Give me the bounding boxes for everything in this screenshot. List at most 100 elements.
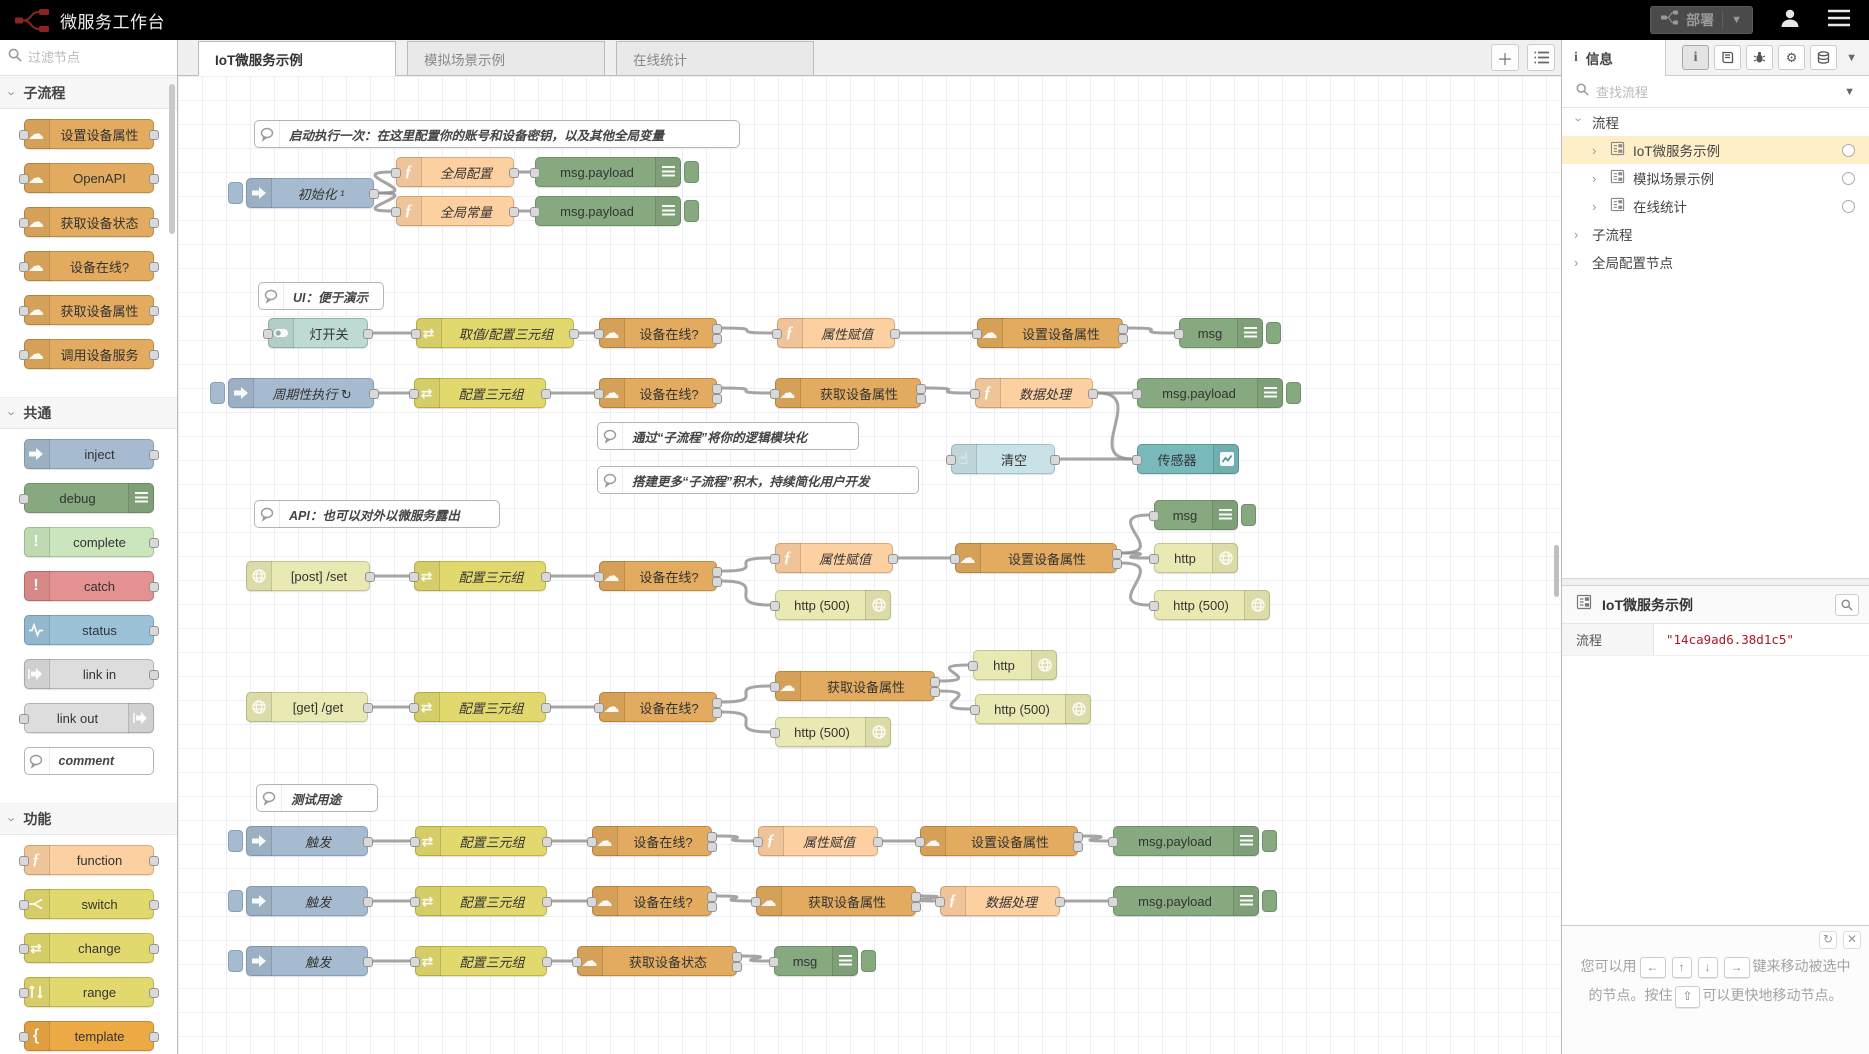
flow-node-comment[interactable]: 测试用途 [256,784,378,812]
canvas-scrollbar[interactable] [1554,545,1559,597]
debug-toggle-button[interactable] [1262,890,1277,912]
flow-node-inject[interactable]: 周期性执行 ↻ [210,378,379,408]
flow-node-debug[interactable]: msg [769,946,876,976]
flow-node-comment[interactable]: 搭建更多“子流程”积木，持续简化用户开发 [597,466,919,494]
flow-tab-2[interactable]: 模拟场景示例 [407,41,605,76]
output-port[interactable] [541,703,551,713]
palette-node-debug[interactable]: debug [18,483,154,513]
palette-node-inject[interactable]: inject [23,439,159,469]
input-port[interactable] [968,661,978,671]
flow-node-inject[interactable]: 触发 [228,946,373,976]
input-port[interactable] [770,389,780,399]
tip-close-button[interactable]: ✕ [1843,931,1861,949]
palette-node-range[interactable]: range [18,977,159,1007]
output-port[interactable] [1088,389,1098,399]
palette-section-子流程[interactable]: ›子流程 [0,77,177,109]
input-port[interactable] [410,897,420,907]
chevron-right-icon[interactable]: › [1592,170,1597,186]
flow-node-change[interactable]: ⇄取值/配置三元组 [411,318,579,348]
output-port[interactable] [148,450,159,460]
output-port[interactable] [542,957,552,967]
input-port[interactable] [530,168,540,178]
input-port[interactable] [18,944,29,954]
flow-node-debug[interactable]: msg.payload [530,196,699,226]
input-port[interactable] [950,554,960,564]
output-port[interactable] [712,334,722,344]
input-port[interactable] [1174,329,1184,339]
output-port[interactable] [541,389,551,399]
input-port[interactable] [1149,554,1159,564]
flow-node-httpres[interactable]: http (500) [970,694,1091,724]
input-port[interactable] [391,207,401,217]
input-port[interactable] [18,1032,29,1042]
sidebar-splitter[interactable] [1562,578,1869,586]
output-port[interactable] [509,207,519,217]
input-port[interactable] [972,329,982,339]
palette-node-subflow[interactable]: ☁调用设备服务 [18,339,159,369]
output-port[interactable] [541,572,551,582]
flow-enable-radio[interactable] [1842,171,1855,185]
output-port[interactable] [712,708,722,718]
input-port[interactable] [411,329,421,339]
flow-node-subflow[interactable]: ☁设置设备属性 [915,826,1083,856]
flow-search[interactable]: ▼ [1562,77,1869,108]
output-port[interactable] [569,329,579,339]
output-port[interactable] [542,837,552,847]
flow-node-subflow[interactable]: ☁设备在线? [594,692,722,722]
chevron-right-icon[interactable]: › [1574,226,1579,242]
output-port[interactable] [1118,324,1128,334]
sidebar-help-button[interactable] [1714,45,1742,70]
flow-node-subflow[interactable]: ☁获取设备属性 [770,671,940,701]
flow-node-uichart[interactable]: 传感器 [1132,444,1239,474]
output-port[interactable] [712,324,722,334]
flow-node-debug[interactable]: msg.payload [1108,886,1277,916]
palette-node-subflow[interactable]: ☁获取设备状态 [18,207,159,237]
input-port[interactable] [18,350,29,360]
inject-button[interactable] [228,950,243,972]
output-port[interactable] [148,988,159,998]
output-port[interactable] [369,189,379,199]
palette-section-功能[interactable]: ›功能 [0,803,177,835]
input-port[interactable] [1132,455,1142,465]
output-port[interactable] [916,384,926,394]
tree-item-IoT微服务示例[interactable]: ›IoT微服务示例 [1562,136,1869,164]
output-port[interactable] [1073,842,1083,852]
sidebar-info-button[interactable]: i [1682,45,1710,70]
flow-node-subflow[interactable]: ☁获取设备属性 [751,886,921,916]
chevron-right-icon[interactable]: › [1574,254,1579,270]
input-port[interactable] [18,306,29,316]
debug-toggle-button[interactable] [684,200,699,222]
output-port[interactable] [148,350,159,360]
input-port[interactable] [594,389,604,399]
input-port[interactable] [753,837,763,847]
output-port[interactable] [148,218,159,228]
flow-node-subflow[interactable]: ☁设备在线? [587,826,717,856]
palette-node-subflow[interactable]: ☁设备在线? [18,251,159,281]
input-port[interactable] [18,130,29,140]
flow-node-httpres[interactable]: http [1149,543,1238,573]
flow-node-inject[interactable]: 初始化 ¹ [228,178,379,208]
input-port[interactable] [530,207,540,217]
flow-node-change[interactable]: ⇄配置三元组 [409,561,551,591]
flow-list-button[interactable] [1527,44,1555,71]
palette-node-linkin[interactable]: link in [23,659,159,689]
flow-search-input[interactable] [1596,84,1834,100]
inject-button[interactable] [228,182,243,204]
output-port[interactable] [930,687,940,697]
flow-node-httpres[interactable]: http (500) [770,590,891,620]
flow-node-change[interactable]: ⇄配置三元组 [410,826,552,856]
chevron-right-icon[interactable]: › [1592,198,1597,214]
input-port[interactable] [594,329,604,339]
output-port[interactable] [363,957,373,967]
input-port[interactable] [587,837,597,847]
input-port[interactable] [18,494,29,504]
palette-scrollbar[interactable] [169,84,175,234]
input-port[interactable] [410,957,420,967]
output-port[interactable] [363,703,373,713]
deploy-caret-icon[interactable]: ▼ [1731,14,1742,26]
flow-node-change[interactable]: ⇄配置三元组 [410,946,552,976]
